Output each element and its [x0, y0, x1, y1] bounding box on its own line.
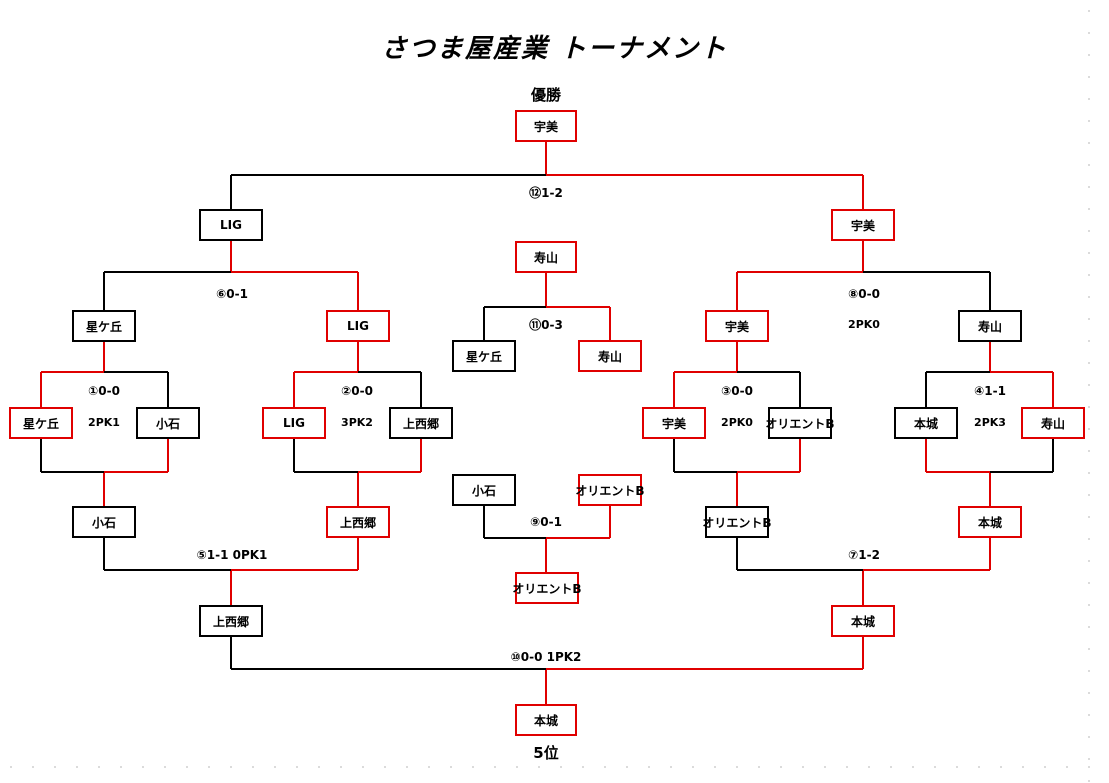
team-box-round1: 宇美: [642, 407, 706, 439]
team-box-semifinal: 星ケ丘: [72, 310, 136, 342]
match-score-11: ⑪0-3: [529, 318, 563, 332]
team-box-consolation: 寿山: [578, 340, 642, 372]
fifth-place-caption: 5位: [533, 744, 559, 762]
match-score-9: ⑨0-1: [530, 515, 562, 529]
match-score-1: ①0-0: [88, 384, 120, 398]
team-box-consolation: オリエントB: [575, 474, 645, 506]
team-box-semifinal: LIG: [326, 310, 390, 342]
team-box-round1: 寿山: [1021, 407, 1085, 439]
team-box-consolation: 小石: [452, 474, 516, 506]
team-box-consolation: オリエントB: [512, 572, 582, 604]
team-box-consolation: 星ケ丘: [452, 340, 516, 372]
team-box-final-right: 宇美: [831, 209, 895, 241]
match-pk-2: 3PK2: [341, 416, 373, 429]
team-box-round1: 上西郷: [389, 407, 453, 439]
team-box-round1: LIG: [262, 407, 326, 439]
team-box-final-left: LIG: [199, 209, 263, 241]
champion-caption: 優勝: [530, 86, 562, 104]
team-box-consolation: オリエントB: [702, 506, 772, 538]
match-score-2: ②0-0: [341, 384, 373, 398]
team-box-consolation: 上西郷: [199, 605, 263, 637]
match-score-6: ⑥0-1: [216, 287, 248, 301]
team-box-round1: 本城: [894, 407, 958, 439]
match-pk-3: 2PK0: [721, 416, 753, 429]
team-box-consolation: 本城: [831, 605, 895, 637]
match-score-8: ⑧0-0: [848, 287, 880, 301]
match-score-12: ⑫1-2: [529, 186, 563, 200]
team-box-consolation: 小石: [72, 506, 136, 538]
match-pk-1: 2PK1: [88, 416, 120, 429]
page-title: さつま屋産業 トーナメント: [380, 34, 729, 64]
team-box-round1: 星ケ丘: [9, 407, 73, 439]
team-box-semifinal: 宇美: [705, 310, 769, 342]
match-score-5: ⑤1-1 0PK1: [196, 548, 268, 562]
team-box-round1: オリエントB: [765, 407, 835, 439]
team-box-consolation: 本城: [958, 506, 1022, 538]
match-score-10: ⑩0-0 1PK2: [510, 650, 582, 664]
match-pk-8: 2PK0: [848, 318, 880, 331]
match-score-7: ⑦1-2: [848, 548, 880, 562]
team-box-semifinal: 寿山: [958, 310, 1022, 342]
team-box-fifth-place: 本城: [515, 704, 577, 736]
team-box-champion: 宇美: [515, 110, 577, 142]
team-box-consolation: 寿山: [515, 241, 577, 273]
match-score-3: ③0-0: [721, 384, 753, 398]
team-box-consolation: 上西郷: [326, 506, 390, 538]
dotted-gridline: [1088, 0, 1090, 783]
team-box-round1: 小石: [136, 407, 200, 439]
match-score-4: ④1-1: [974, 384, 1006, 398]
match-pk-4: 2PK3: [974, 416, 1006, 429]
dotted-gridline: [0, 766, 1109, 768]
